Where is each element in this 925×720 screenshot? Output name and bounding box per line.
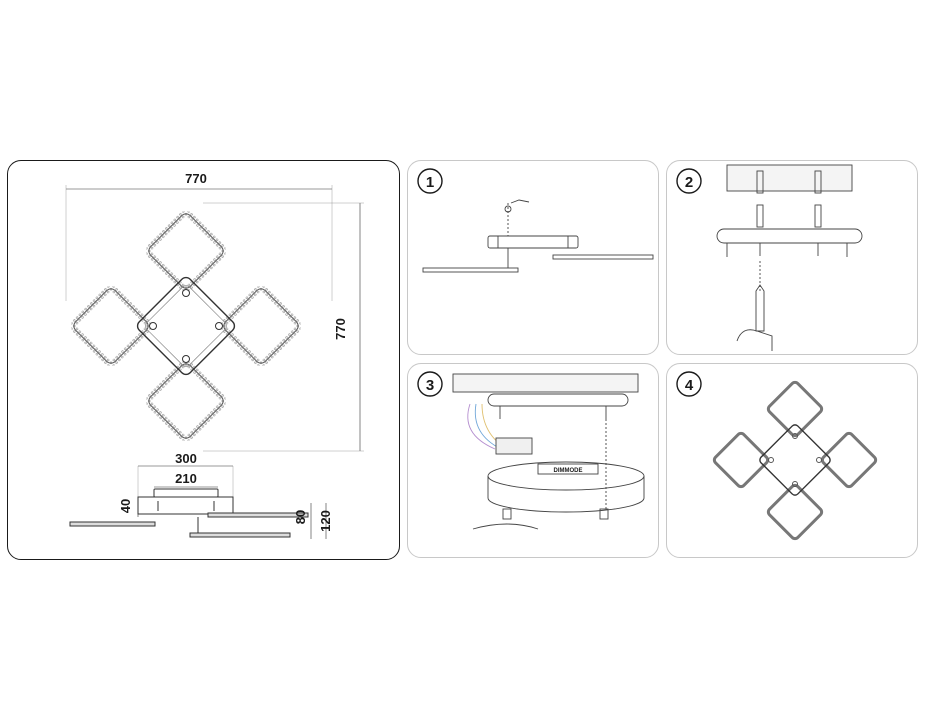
step-1-number: 1 bbox=[426, 174, 434, 191]
step-number-badge bbox=[417, 168, 443, 194]
step-1-panel: 1 bbox=[407, 160, 659, 355]
step-4-number: 4 bbox=[685, 377, 694, 394]
frame-height-label: 80 bbox=[293, 510, 308, 524]
step-4-panel: 4 bbox=[666, 363, 918, 558]
step-4-illustration: 4 bbox=[676, 371, 878, 541]
step-2-illustration: 2 bbox=[676, 164, 863, 351]
plate-width-label: 210 bbox=[175, 471, 197, 486]
overall-width-label: 770 bbox=[185, 171, 207, 186]
dimmode-label: DIMMODE bbox=[554, 468, 583, 474]
lamp-top-view bbox=[70, 210, 302, 442]
overall-height-label: 770 bbox=[333, 318, 348, 340]
base-height-label: 40 bbox=[118, 499, 133, 513]
step-3-number: 3 bbox=[426, 377, 434, 394]
step-1-illustration: 1 bbox=[417, 168, 654, 273]
step-3-illustration: 3 DIMMODE bbox=[417, 371, 645, 530]
dimension-drawing: 770 770 300 210 bbox=[65, 171, 364, 539]
total-height-label: 120 bbox=[318, 510, 333, 532]
dimension-drawing-panel: 770 770 300 210 bbox=[7, 160, 400, 560]
base-width-label: 300 bbox=[175, 451, 197, 466]
lamp-side-view bbox=[69, 488, 309, 538]
step-2-panel: 2 bbox=[666, 160, 918, 355]
step-3-panel: 3 DIMMODE bbox=[407, 363, 659, 558]
step-2-number: 2 bbox=[685, 174, 693, 191]
